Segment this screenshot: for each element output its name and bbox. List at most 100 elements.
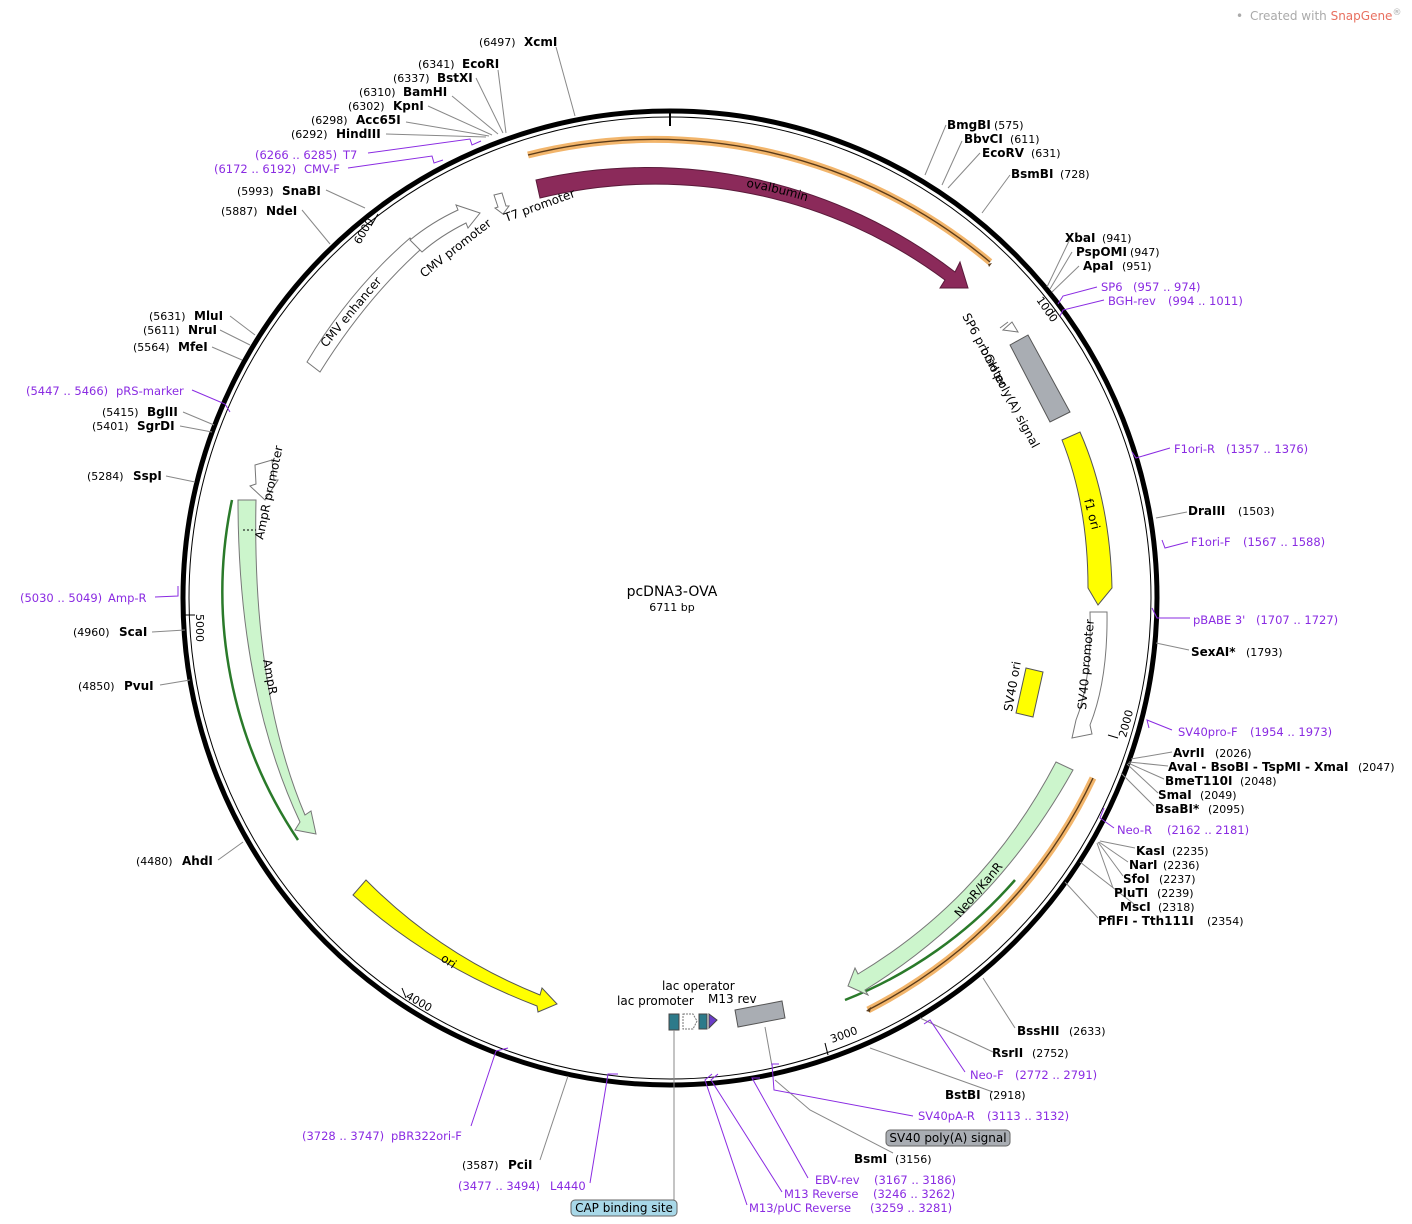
primer-label[interactable]: EBV-rev(3167 .. 3186)	[815, 1173, 956, 1187]
enzyme-label[interactable]: (6341)EcoRI	[418, 57, 499, 71]
feature-cap-binding-site[interactable]	[668, 1013, 680, 1031]
svg-text:F1ori-F: F1ori-F	[1191, 535, 1231, 549]
enzyme-label[interactable]: PflFI - Tth111I(2354)	[1098, 914, 1244, 928]
enzyme-label[interactable]: (6497)XcmI	[479, 35, 557, 49]
feature-cmv-promoter[interactable]: CMV promoter	[409, 204, 494, 280]
primer-label[interactable]: Neo-F(2772 .. 2791)	[970, 1068, 1097, 1082]
primer-label[interactable]: pBABE 3'(1707 .. 1727)	[1193, 613, 1338, 627]
sv40-polya-badge-label: SV40 poly(A) signal	[889, 1131, 1006, 1145]
svg-text:(2236): (2236)	[1163, 859, 1200, 872]
svg-text:PspOMI: PspOMI	[1076, 245, 1127, 259]
enzyme-label[interactable]: BssHII(2633)	[1017, 1024, 1106, 1038]
enzyme-label[interactable]: BstBI(2918)	[945, 1088, 1026, 1102]
enzyme-label[interactable]: (6302)KpnI	[348, 99, 424, 113]
feature-t7-promoter[interactable]: T7 promoter	[493, 186, 577, 225]
svg-text:(3728 .. 3747): (3728 .. 3747)	[302, 1129, 384, 1143]
feature-m13-rev[interactable]: M13 rev	[708, 992, 757, 1030]
enzyme-label[interactable]: PspOMI(947)	[1076, 245, 1160, 259]
primer-label[interactable]: F1ori-F(1567 .. 1588)	[1191, 535, 1325, 549]
primer-label[interactable]: (6172 .. 6192)CMV-F	[214, 162, 340, 176]
enzyme-label[interactable]: (5611)NruI	[143, 323, 217, 337]
feature-ampr[interactable]: AmpR	[237, 499, 317, 835]
enzyme-label[interactable]: (5415)BglII	[102, 405, 178, 419]
feature-sv40-promoter[interactable]: SV40 promoter	[1071, 611, 1108, 739]
enzyme-label[interactable]: AvaI - BsoBI - TspMI - XmaI(2047)	[1168, 760, 1395, 774]
enzyme-label[interactable]: NarI(2236)	[1129, 858, 1200, 872]
enzyme-label[interactable]: (4850)PvuI	[78, 679, 154, 693]
primer-label[interactable]: M13 Reverse(3246 .. 3262)	[784, 1187, 955, 1201]
primer-label[interactable]: (3728 .. 3747)pBR322ori-F	[302, 1129, 462, 1143]
feature-ampr-promoter[interactable]: AmpR promoter	[249, 444, 286, 541]
enzyme-label[interactable]: BsmBI(728)	[1011, 167, 1090, 181]
primer-label[interactable]: BGH-rev(994 .. 1011)	[1108, 294, 1243, 308]
enzyme-label[interactable]: (5887)NdeI	[221, 204, 297, 218]
enzyme-label[interactable]: (3587)PciI	[462, 1158, 533, 1172]
feature-ovalbumin[interactable]: ovalbumin	[535, 167, 969, 289]
enzyme-label[interactable]: (4960)ScaI	[73, 625, 147, 639]
primer-leader-lines	[154, 138, 1190, 1206]
enzyme-label[interactable]: (5993)SnaBI	[237, 184, 321, 198]
primer-label[interactable]: SV40pA-R(3113 .. 3132)	[918, 1109, 1069, 1123]
primer-label[interactable]: F1ori-R(1357 .. 1376)	[1174, 442, 1308, 456]
enzyme-label[interactable]: DraIII(1503)	[1188, 504, 1275, 518]
enzyme-label[interactable]: BsaBI*(2095)	[1155, 802, 1245, 816]
sv40-polya-badge[interactable]: SV40 poly(A) signal	[764, 1026, 1011, 1147]
enzyme-label[interactable]: MscI(2318)	[1120, 900, 1195, 914]
ovalbumin-orf-highlight	[527, 135, 993, 265]
enzyme-label[interactable]: (5631)MluI	[149, 309, 223, 323]
cap-binding-site-badge[interactable]: CAP binding site	[570, 1030, 678, 1217]
enzyme-label[interactable]: BmgBI(575)	[947, 118, 1024, 132]
enzyme-label[interactable]: BmeT110I(2048)	[1165, 774, 1277, 788]
enzyme-label[interactable]: (4480)AhdI	[136, 854, 213, 868]
snapgene-credit[interactable]: • Created with SnapGene®	[1236, 8, 1401, 23]
svg-text:(611): (611)	[1010, 133, 1040, 146]
enzyme-label[interactable]: BsmI(3156)	[854, 1152, 932, 1166]
svg-text:(951): (951)	[1122, 260, 1152, 273]
enzyme-label[interactable]: SmaI(2049)	[1158, 788, 1237, 802]
primer-label[interactable]: SV40pro-F(1954 .. 1973)	[1178, 725, 1332, 739]
feature-f1-ori[interactable]: f1 ori	[1061, 431, 1113, 606]
svg-text:NdeI: NdeI	[266, 204, 297, 218]
enzyme-label[interactable]: (5401)SgrDI	[92, 419, 175, 433]
primer-label[interactable]: (6266 .. 6285)T7	[255, 148, 357, 162]
feature-sv40-polya[interactable]	[734, 1000, 786, 1028]
primer-label[interactable]: SP6(957 .. 974)	[1101, 280, 1201, 294]
enzyme-label[interactable]: (5284)SspI	[87, 469, 162, 483]
enzyme-label[interactable]: XbaI(941)	[1065, 231, 1132, 245]
svg-text:BmeT110I: BmeT110I	[1165, 774, 1233, 788]
enzyme-leader-lines	[151, 46, 1190, 1161]
svg-text:KpnI: KpnI	[393, 99, 424, 113]
enzyme-label[interactable]: EcoRV(631)	[982, 146, 1061, 160]
enzyme-label[interactable]: (6298)Acc65I	[311, 113, 401, 127]
svg-text:MscI: MscI	[1120, 900, 1151, 914]
enzyme-label[interactable]: (6310)BamHI	[359, 85, 447, 99]
enzyme-label[interactable]: (6337)BstXI	[393, 71, 473, 85]
primer-label[interactable]: Neo-R(2162 .. 2181)	[1117, 823, 1249, 837]
primer-label[interactable]: M13/pUC Reverse(3259 .. 3281)	[749, 1201, 952, 1215]
svg-text:Neo-F: Neo-F	[970, 1068, 1004, 1082]
enzyme-label[interactable]: AvrII(2026)	[1173, 746, 1252, 760]
svg-text:BstXI: BstXI	[437, 71, 473, 85]
enzyme-label[interactable]: SexAI*(1793)	[1191, 645, 1283, 659]
svg-text:(5564): (5564)	[133, 341, 170, 354]
enzyme-label[interactable]: SfoI(2237)	[1123, 872, 1196, 886]
svg-text:Created with SnapGene®: Created with SnapGene®	[1250, 8, 1401, 23]
feature-lac-promoter-label: lac promoter	[617, 994, 694, 1008]
primer-label[interactable]: (5447 .. 5466)pRS-marker	[26, 384, 184, 398]
enzyme-label[interactable]: KasI(2235)	[1136, 844, 1209, 858]
enzyme-label[interactable]: BbvCI(611)	[964, 132, 1040, 146]
feature-bgh-polya[interactable]: bGH poly(A) signal	[977, 334, 1071, 450]
enzyme-label[interactable]: ApaI(951)	[1083, 259, 1152, 273]
feature-lac-operator[interactable]: lac operator	[662, 979, 735, 1030]
enzyme-label[interactable]: PluTI(2239)	[1114, 886, 1194, 900]
primer-label[interactable]: (3477 .. 3494)L4440	[458, 1179, 586, 1193]
enzyme-label[interactable]: (6292)HindIII	[291, 127, 381, 141]
feature-lac-promoter[interactable]: lac promoter	[617, 994, 698, 1030]
feature-neor-kanr[interactable]: NeoR/KanR	[847, 761, 1074, 997]
feature-sv40-ori[interactable]: SV40 ori	[1001, 660, 1044, 718]
svg-text:SmaI: SmaI	[1158, 788, 1192, 802]
enzyme-label[interactable]: RsrII(2752)	[992, 1046, 1069, 1060]
enzyme-label[interactable]: (5564)MfeI	[133, 340, 208, 354]
svg-text:BssHII: BssHII	[1017, 1024, 1059, 1038]
primer-label[interactable]: (5030 .. 5049)Amp-R	[20, 591, 147, 605]
